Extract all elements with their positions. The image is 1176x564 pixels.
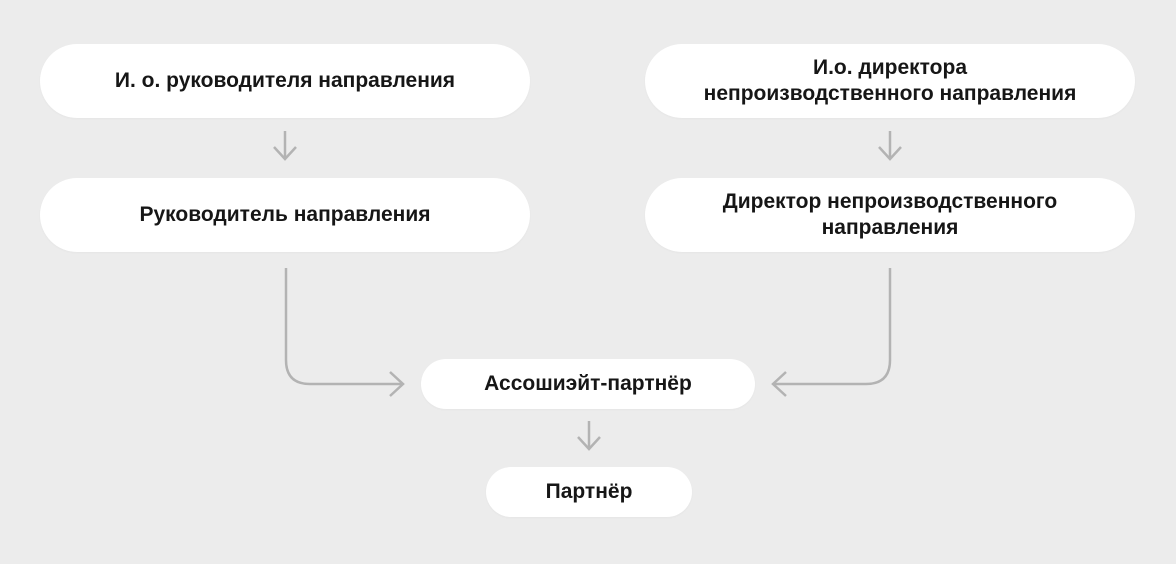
node-partner: Партнёр (486, 467, 692, 517)
node-associate-partner: Ассошиэйт-партнёр (421, 359, 755, 409)
arrow-down-icon (573, 420, 605, 456)
node-label: Руководитель направления (139, 203, 431, 226)
node-acting-head-of-direction: И. о. руководителя направления (40, 44, 530, 118)
node-director-nonproduction: Директор непроизводственного направления (645, 178, 1135, 252)
node-acting-director-nonproduction: И.о. директора непроизводственного напра… (645, 44, 1135, 118)
arrow-down-icon (269, 130, 301, 166)
node-label: Партнёр (545, 480, 633, 503)
node-label: Ассошиэйт-партнёр (484, 372, 692, 395)
node-label: И. о. руководителя направления (114, 69, 456, 92)
elbow-arrow-left-icon (766, 264, 902, 400)
node-head-of-direction: Руководитель направления (40, 178, 530, 252)
node-label: Директор непроизводственного направления (722, 190, 1058, 239)
node-label: И.о. директора непроизводственного напра… (703, 56, 1077, 105)
elbow-arrow-right-icon (274, 264, 410, 400)
arrow-down-icon (874, 130, 906, 166)
